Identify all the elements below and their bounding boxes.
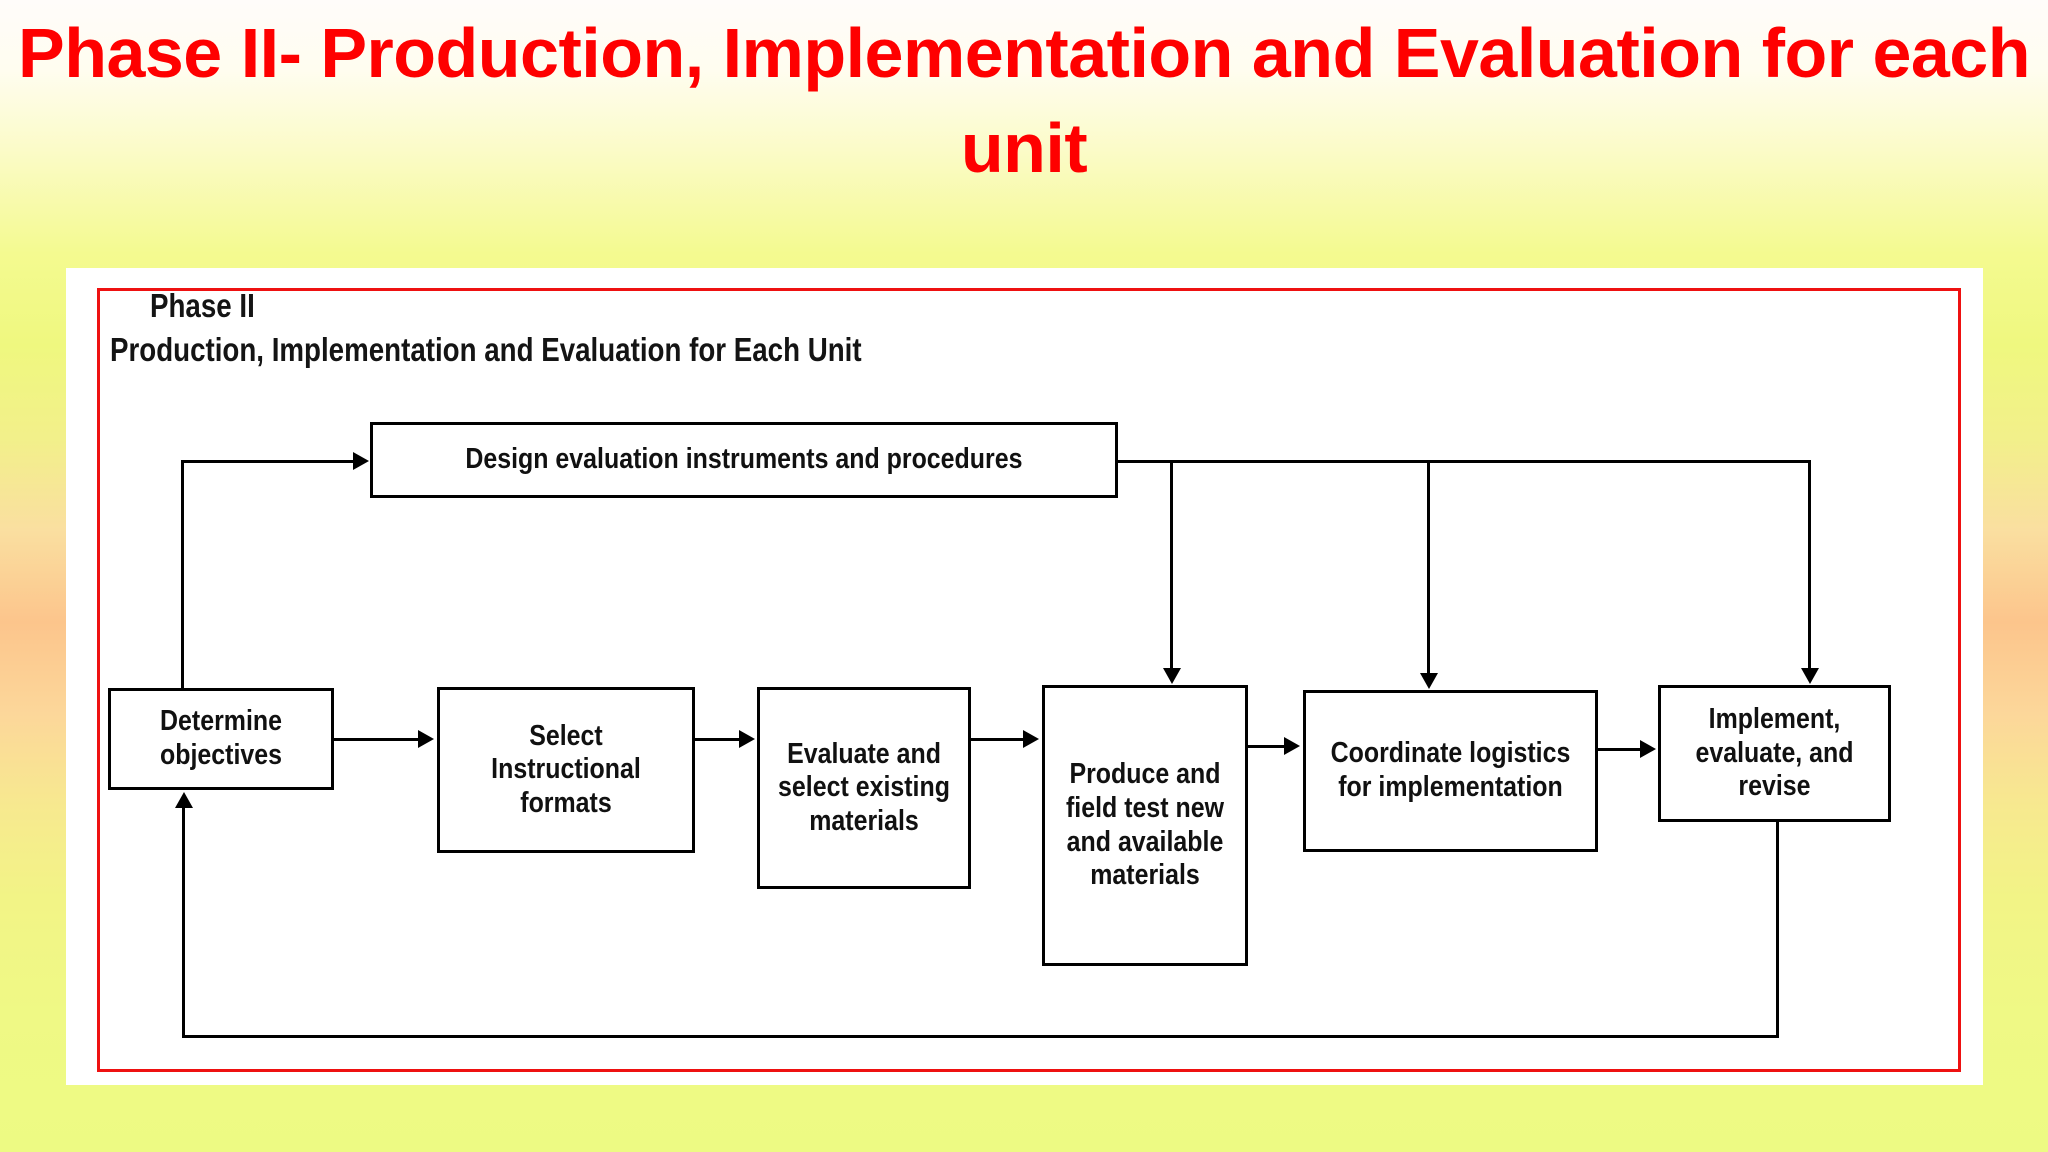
edge-determine-to-design-arrowhead xyxy=(353,452,369,470)
flow-node-produce-field-test-materials[interactable]: Produce and field test new and available… xyxy=(1042,685,1248,966)
edge-determine-to-select-line xyxy=(334,738,418,741)
flow-node-design-label: Design evaluation instruments and proced… xyxy=(465,443,1023,476)
edge-design-to-coordinate-vertical xyxy=(1427,460,1430,673)
edge-design-to-implement-arrowhead xyxy=(1801,668,1819,684)
diagram-card xyxy=(66,268,1983,1085)
flow-node-coordinate-logistics[interactable]: Coordinate logistics for implementation xyxy=(1303,690,1598,852)
edge-evaluate-to-produce-line xyxy=(971,738,1023,741)
flow-node-implement-evaluate-revise[interactable]: Implement, evaluate, and revise xyxy=(1658,685,1891,822)
edge-design-to-produce-vertical xyxy=(1170,460,1173,668)
flow-node-evaluate-select-existing-materials[interactable]: Evaluate and select existing materials xyxy=(757,687,971,889)
diagram-heading-phase: Phase II xyxy=(150,287,255,324)
edge-design-to-coordinate-arrowhead xyxy=(1420,673,1438,689)
edge-determine-to-select-arrowhead xyxy=(418,730,434,748)
flow-node-evaluate-label: Evaluate and select existing materials xyxy=(778,737,950,837)
diagram-heading-subtitle: Production, Implementation and Evaluatio… xyxy=(110,331,862,368)
edge-determine-to-design-vertical xyxy=(181,460,184,688)
edge-evaluate-to-produce-arrowhead xyxy=(1023,730,1039,748)
edge-select-to-evaluate-arrowhead xyxy=(739,730,755,748)
flow-node-produce-label: Produce and field test new and available… xyxy=(1066,758,1224,892)
edge-design-bus-horizontal xyxy=(1118,460,1810,463)
page-title: Phase II- Production, Implementation and… xyxy=(18,14,2031,187)
edge-produce-to-coordinate-line xyxy=(1248,745,1284,748)
flow-node-design-evaluation-instruments[interactable]: Design evaluation instruments and proced… xyxy=(370,422,1118,498)
edge-coordinate-to-implement-line xyxy=(1598,748,1640,751)
edge-coordinate-to-implement-arrowhead xyxy=(1640,740,1656,758)
flow-node-implement-label: Implement, evaluate, and revise xyxy=(1695,703,1854,803)
edge-produce-to-coordinate-arrowhead xyxy=(1284,737,1300,755)
edge-implement-feedback-vertical-right xyxy=(1776,822,1779,1037)
diagram-red-border xyxy=(97,288,1961,1072)
edge-implement-feedback-vertical-left xyxy=(182,808,185,1038)
flow-node-select-instructional-formats[interactable]: Select Instructional formats xyxy=(437,687,695,853)
edge-select-to-evaluate-line xyxy=(695,738,739,741)
flow-node-determine-objectives[interactable]: Determine objectives xyxy=(108,688,334,790)
edge-design-to-produce-arrowhead xyxy=(1163,668,1181,684)
edge-implement-feedback-arrowhead xyxy=(175,792,193,808)
flow-node-select-label: Select Instructional formats xyxy=(491,719,641,819)
edge-determine-to-design-horizontal xyxy=(181,460,353,463)
flow-node-coordinate-label: Coordinate logistics for implementation xyxy=(1330,737,1571,803)
edge-design-to-implement-vertical xyxy=(1808,460,1811,668)
edge-implement-feedback-horizontal-bottom xyxy=(182,1035,1779,1038)
flow-node-determine-label: Determine objectives xyxy=(160,705,282,771)
